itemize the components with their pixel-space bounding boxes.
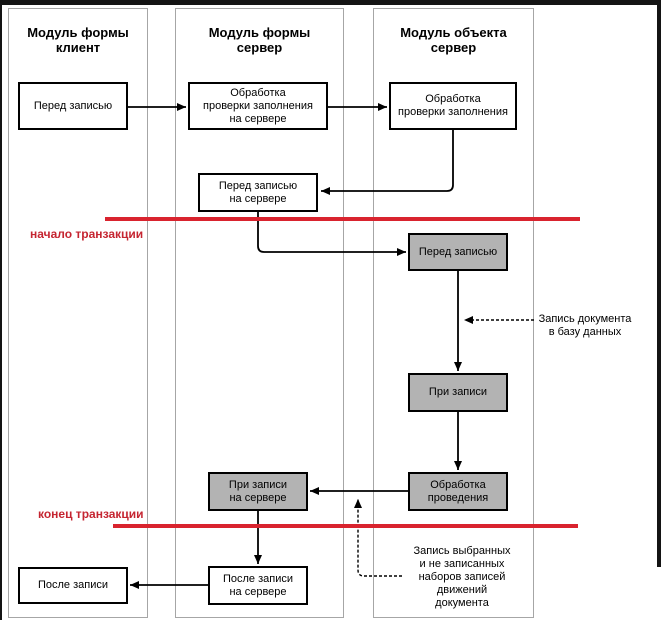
transaction-start-line: [105, 217, 580, 221]
transaction-start-label: начало транзакции: [30, 227, 144, 241]
frame-left-border: [0, 0, 2, 620]
node-client-after-write: После записи: [18, 567, 128, 604]
node-object-fill-check: Обработка проверки заполнения: [389, 82, 517, 130]
transaction-end-label: конец транзакции: [38, 507, 144, 521]
annotation-write-movements: Запись выбранных и не записанных наборов…: [413, 545, 511, 609]
node-server-fill-check: Обработка проверки заполнения на сервере: [188, 82, 328, 130]
lane-title-form-module-server: Модуль формы сервер: [208, 25, 311, 55]
node-client-before-write: Перед записью: [18, 82, 128, 130]
node-object-before-write: Перед записью: [408, 233, 508, 271]
node-before-write-on-server: Перед записью на сервере: [198, 173, 318, 212]
node-posting-processing: Обработка проведения: [408, 472, 508, 511]
lane-title-object-module-server: Модуль объекта сервер: [400, 25, 507, 55]
lane-title-form-module-client: Модуль формы клиент: [27, 25, 129, 55]
node-on-write-on-server: При записи на сервере: [208, 472, 308, 511]
node-after-write-on-server: После записи на сервере: [208, 566, 308, 605]
frame-right-border: [657, 0, 661, 567]
frame-top-border: [0, 0, 661, 5]
node-on-write: При записи: [408, 373, 508, 412]
transaction-end-line: [113, 524, 578, 528]
annotation-write-to-db: Запись документа в базу данных: [538, 313, 632, 338]
